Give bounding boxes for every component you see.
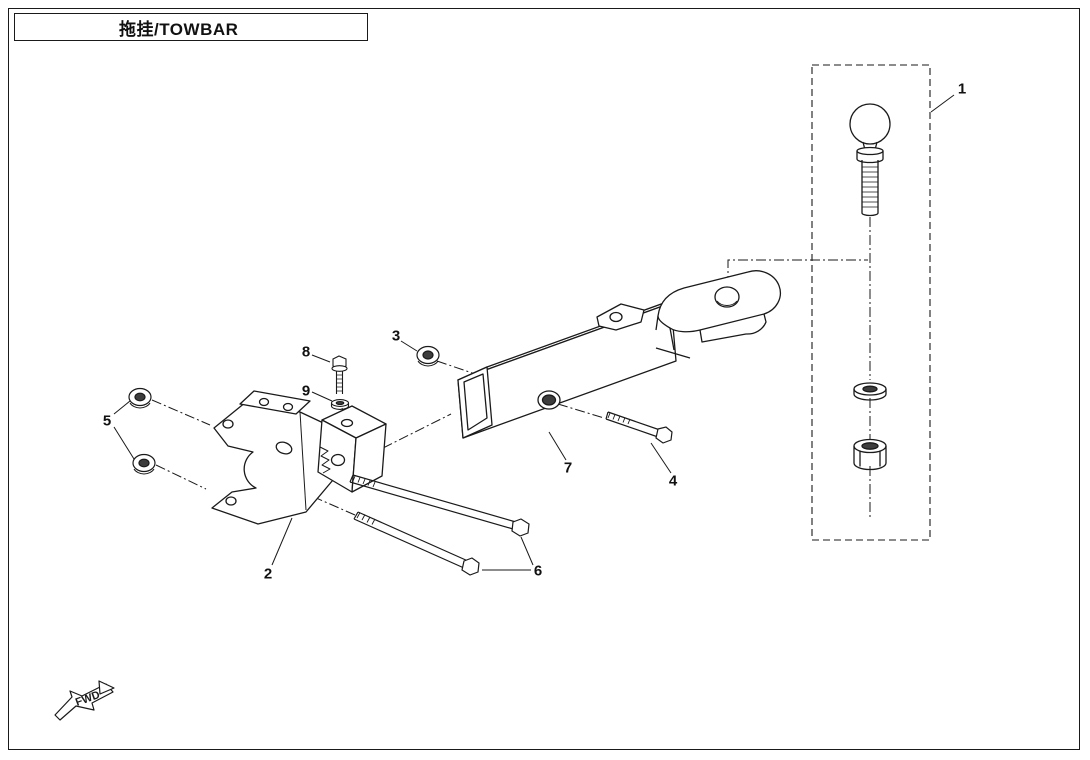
leader-6 [482,536,534,571]
callout-2: 2 [263,565,273,583]
bracket-box-right-face [351,423,387,493]
bolt6b-shaft [353,511,469,569]
fwd-arrow-body [54,683,114,721]
washers-5 [128,387,156,475]
bolt6a-threads [352,475,376,488]
ball-washer-hole [862,385,878,393]
leader-9 [311,391,333,402]
bolt6b-head [461,557,480,576]
title-box: 拖挂/TOWBAR [14,13,368,41]
washer5b-thickness [133,468,155,475]
page-border [8,8,1080,750]
washer9-thickness [330,403,350,410]
leader-3 [400,340,418,352]
tube-end-opening [463,373,488,431]
bolt8-flange [331,365,348,372]
bracket-spring-clip [319,446,331,474]
washer5b-hole [138,458,150,468]
towbar-tube [457,270,781,439]
bracket-fold-line [299,411,307,511]
leader-2 [271,517,293,566]
bolt4-head [655,426,673,444]
hitch-ball [849,103,891,145]
washer3-thickness [417,360,439,367]
tongue-hole-inner-edge [716,300,738,306]
ball-nut-hole [861,442,879,450]
leader-4 [650,442,672,474]
leader-5 [113,400,135,460]
bolt8-threads [336,374,343,392]
ball-collar-top [856,146,884,156]
callout-3: 3 [391,327,401,345]
bracket-ear-hole-upper [222,419,234,429]
washer5a-hole [134,392,146,402]
tongue-thickness-edge [699,313,767,343]
callout-5: 5 [102,412,112,430]
bolt4-axis [557,403,605,419]
washer5a-thickness [129,402,151,409]
washer-3 [416,345,440,367]
bracket-box-front-hole [330,453,346,467]
bolt6a-head [511,518,530,537]
callout-1: 1 [957,80,967,98]
ball-collar [856,151,884,164]
bracket-slot-hole [275,441,293,455]
washer3-hole [422,350,434,360]
bolt6b-threads [356,512,376,525]
washer9-hole [335,400,345,406]
leader-8 [311,354,331,363]
bracket-to-tube-axis [382,413,452,449]
callout-leaders [113,94,955,571]
mounting-bracket [211,390,387,525]
fwd-arrow-pennant [98,680,115,695]
ball-shank-threads [862,166,878,208]
page-title: 拖挂/TOWBAR [119,19,239,39]
bolt6a-shaft [349,474,517,530]
callout-9: 9 [301,382,311,400]
fwd-arrow: FWD [54,680,115,721]
leader-1 [930,94,955,113]
bolt4-shaft [605,411,661,438]
bracket-flange-hole-2 [282,402,294,412]
ball-shank [861,160,879,217]
washer5b-axis [155,464,207,490]
hitch-ball-group [849,103,891,471]
tongue-ball-hole [714,286,740,308]
callout-7: 7 [563,459,573,477]
ball-washer-thickness [853,389,887,401]
bracket-box-top-hole [340,418,354,428]
ball-nut-sides [853,446,887,471]
chain-tab-hole [609,311,623,323]
callout-4: 4 [668,472,678,490]
bolt-4 [605,411,673,444]
bracket-ear-hole-lower [225,496,237,506]
bolt4-threads [607,412,631,425]
hitch-ball-group-dashed-box [811,64,931,541]
callout-8: 8 [301,343,311,361]
bolt6b-axis [297,489,356,516]
leader-7 [548,431,567,461]
bracket-flange-hole-1 [258,397,270,407]
bolts-6 [349,474,530,576]
washer5a-axis [151,399,211,426]
bolt8-shaft [335,371,344,394]
bolt-8-washer-9 [330,355,350,410]
tongue-riser-edges [655,315,691,359]
tube-pin-hole [541,394,557,406]
callout-6: 6 [533,562,543,580]
